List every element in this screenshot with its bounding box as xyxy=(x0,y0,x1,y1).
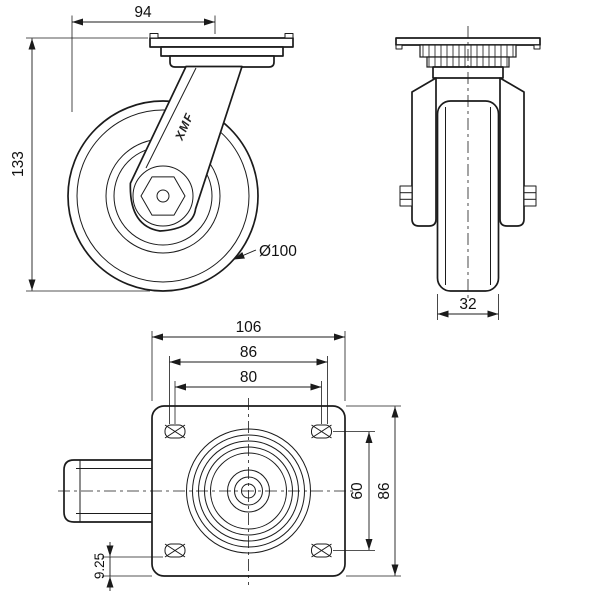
leader-wheel-diameter xyxy=(233,249,257,260)
bolt-slot-cross-2 xyxy=(311,543,332,558)
wheel-tire-inner-ring xyxy=(76,109,250,283)
dim-80-label: 80 xyxy=(240,369,258,386)
bolt-slot-cross-2 xyxy=(164,543,186,558)
mounting-plate-side xyxy=(149,37,294,48)
dim-dia100-label: Ø100 xyxy=(259,243,297,260)
axle-nut-right xyxy=(523,185,537,207)
dim-32-label: 32 xyxy=(459,296,476,313)
front-view: 32 xyxy=(395,26,541,320)
axle-nut-left xyxy=(399,185,413,207)
swivel-race-upper xyxy=(160,46,284,57)
dim-925-label: 9.25 xyxy=(92,553,107,579)
bolt-slot-top-right xyxy=(311,424,332,439)
dim-60-label: 60 xyxy=(349,482,366,500)
fork-leg-left xyxy=(411,77,437,227)
fork-leg-inner-edge xyxy=(145,67,197,169)
dim-86v-label: 86 xyxy=(376,482,393,499)
axle-center-hole xyxy=(156,189,170,203)
swivel-race-lower xyxy=(169,55,275,68)
plate-hook-left xyxy=(395,44,403,50)
bolt-slot-cross-2 xyxy=(311,424,332,439)
bolt-slot-cross-2 xyxy=(164,424,186,439)
bolt-slot-top-left xyxy=(164,424,186,439)
fork-leg-right xyxy=(499,77,525,227)
dim-106-label: 106 xyxy=(236,319,262,336)
dim-133-label: 133 xyxy=(10,151,27,177)
plate-lip-left xyxy=(149,33,159,39)
plate-lip-right xyxy=(284,33,294,39)
bolt-slot-bottom-right xyxy=(311,543,332,558)
side-view: XMF 94 133 Ø100 xyxy=(10,4,297,292)
dim-86h-label: 86 xyxy=(240,344,257,361)
plan-view: 106 86 80 60 86 9.25 xyxy=(58,319,401,591)
dim-94-label: 94 xyxy=(134,4,152,21)
plate-hook-right xyxy=(533,44,541,50)
bolt-slot-bottom-left xyxy=(164,543,186,558)
